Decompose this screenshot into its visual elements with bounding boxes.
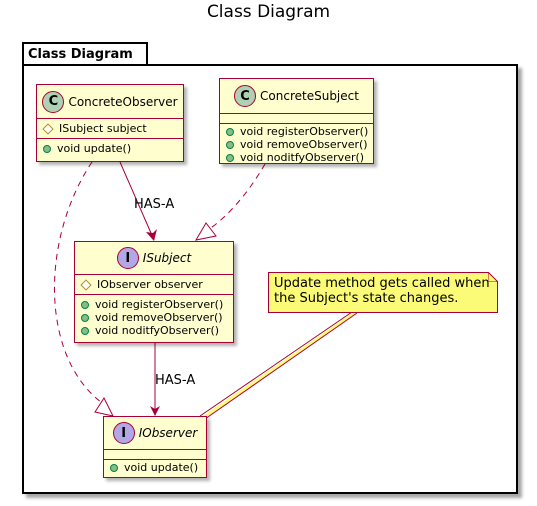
method-item: void noditfyObserver(): [240, 151, 365, 164]
field-section: IObserver observer: [75, 275, 233, 295]
class-stereotype-icon: C: [42, 90, 65, 113]
class-name: ISubject: [142, 251, 192, 265]
package-tab: Class Diagram: [22, 42, 148, 66]
field-section: [104, 450, 206, 460]
field-item: ISubject subject: [59, 122, 147, 135]
note-connector-outline: [204, 312, 358, 420]
edge-observer-to-subject: [119, 161, 155, 241]
class-header: C ConcreteSubject: [220, 79, 373, 114]
edge-concrete-subject-realizes-isubject: [207, 163, 266, 231]
note-connector: [199, 311, 353, 417]
method-section: void registerObserver() void removeObser…: [75, 295, 233, 340]
protected-icon: [42, 122, 54, 135]
diagram-title: Class Diagram: [206, 2, 331, 22]
public-icon: [81, 326, 89, 335]
public-icon: [81, 313, 89, 322]
interface-iobserver[interactable]: I IObserver void update(): [103, 416, 207, 478]
note-line: the Subject's state changes.: [274, 291, 459, 306]
realization-head-iobserver: [94, 396, 114, 417]
interface-stereotype-icon: I: [116, 247, 139, 269]
method-section: void update(): [104, 460, 206, 477]
edge-label-has-a-2: HAS-A: [155, 373, 196, 388]
class-header: I IObserver: [104, 417, 206, 450]
note-line: Update method gets called when: [274, 276, 490, 291]
edge-label-has-a-1: HAS-A: [134, 197, 175, 212]
arrowhead-observer-to-subject: [146, 229, 157, 241]
method-section: void registerObserver() void removeObser…: [220, 124, 373, 167]
public-icon: [81, 300, 89, 309]
class-name: ConcreteObserver: [68, 94, 178, 109]
method-item: void update(): [124, 461, 199, 474]
class-name: IObserver: [138, 426, 198, 440]
method-item: void registerObserver(): [240, 125, 369, 138]
realization-head-isubject: [195, 222, 217, 241]
note-connector-shadow: [202, 311, 356, 420]
class-header: I ISubject: [75, 242, 233, 275]
public-icon: [226, 153, 234, 162]
method-item: void update(): [57, 142, 132, 155]
note[interactable]: Update method gets called when the Subje…: [268, 272, 498, 313]
method-item: void registerObserver(): [95, 298, 224, 311]
class-name: ConcreteSubject: [260, 89, 359, 103]
method-item: void removeObserver(): [95, 311, 223, 324]
edge-concrete-observer-realizes-iobserver: [54, 161, 106, 406]
public-icon: [226, 140, 234, 149]
interface-stereotype-icon: I: [112, 422, 135, 444]
class-concrete-subject[interactable]: C ConcreteSubject void registerObserver(…: [219, 78, 374, 164]
field-section: [220, 114, 373, 124]
public-icon: [110, 463, 118, 472]
field-item: IObserver observer: [97, 278, 203, 291]
method-section: void update(): [37, 139, 183, 158]
arrowhead-subject-to-observer: [150, 406, 160, 416]
package-name: Class Diagram: [28, 47, 133, 62]
class-header: C ConcreteObserver: [37, 85, 183, 119]
method-item: void noditfyObserver(): [95, 324, 220, 337]
protected-icon: [80, 278, 92, 291]
class-concrete-observer[interactable]: C ConcreteObserver ISubject subject void…: [36, 84, 184, 162]
public-icon: [226, 127, 234, 136]
method-item: void removeObserver(): [240, 138, 368, 151]
class-stereotype-icon: C: [234, 85, 257, 107]
note-fold-corner: [488, 272, 498, 282]
field-section: ISubject subject: [37, 119, 183, 139]
interface-isubject[interactable]: I ISubject IObserver observer void regis…: [74, 241, 234, 343]
public-icon: [43, 144, 51, 153]
